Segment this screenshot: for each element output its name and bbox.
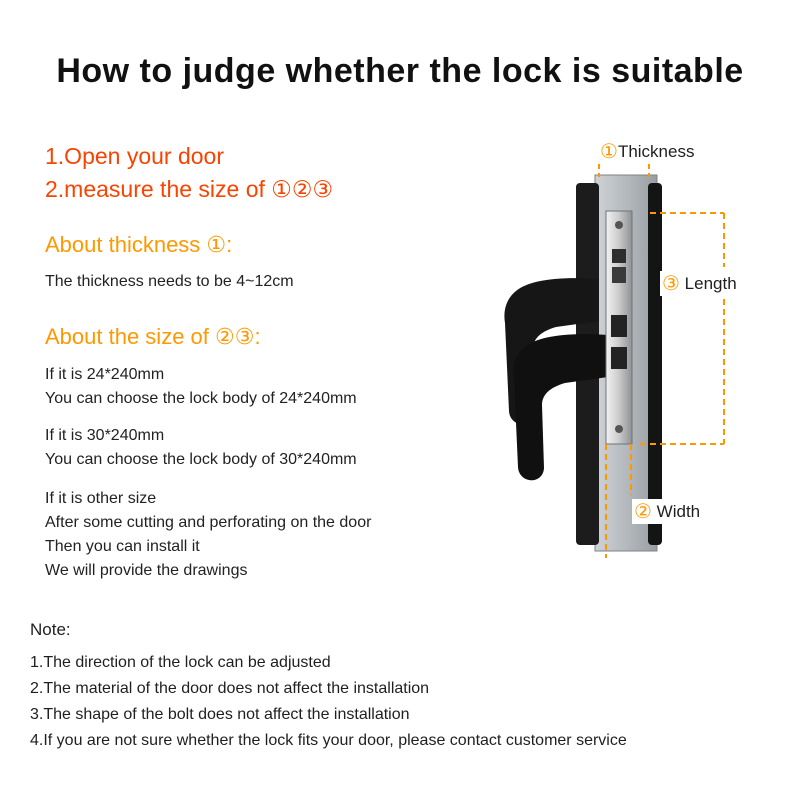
dead-bolt-1 — [611, 315, 627, 337]
length-callout-text: Length — [679, 274, 737, 293]
note-heading: Note: — [30, 620, 71, 639]
size-line: If it is other size — [45, 490, 157, 507]
page-title: How to judge whether the lock is suitabl… — [56, 52, 744, 90]
thickness-callout: ①Thickness — [598, 139, 697, 164]
faceplate-screw-top — [615, 221, 623, 229]
dead-bolt-2 — [611, 347, 627, 369]
size-line: If it is 30*240mm — [45, 427, 165, 444]
measurement-guides — [598, 163, 725, 558]
note-items: 1.The direction of the lock can be adjus… — [30, 650, 780, 754]
size-line: We will provide the drawings — [45, 562, 248, 579]
thickness-number-icon: ① — [600, 141, 618, 163]
latch-bolt-lower — [612, 267, 626, 283]
size-line: You can choose the lock body of 24*240mm — [45, 390, 357, 407]
note-item: 3.The shape of the bolt does not affect … — [30, 706, 410, 723]
latch-bolt — [612, 249, 626, 263]
width-number-icon: ② — [634, 501, 652, 523]
length-number-icon: ③ — [662, 273, 680, 295]
rear-handle — [513, 334, 608, 481]
width-callout-text: Width — [651, 502, 701, 521]
size-line: Then you can install it — [45, 538, 200, 555]
thickness-heading: About thickness ①: — [45, 232, 233, 257]
note-item: 4.If you are not sure whether the lock f… — [30, 732, 627, 749]
width-callout: ② Width — [632, 499, 703, 524]
note-section: Note: 1.The direction of the lock can be… — [30, 620, 780, 754]
note-item: 2.The material of the door does not affe… — [30, 680, 430, 697]
size-group-30: If it is 30*240mm You can choose the loc… — [45, 424, 490, 472]
lock-diagram-graphic — [504, 163, 725, 558]
step-line-1: 1.Open your door — [45, 143, 225, 169]
note-item: 1.The direction of the lock can be adjus… — [30, 654, 331, 671]
thickness-callout-text: Thickness — [617, 142, 695, 161]
step-line-2: 2.measure the size of ①②③ — [45, 176, 334, 202]
rear-escutcheon — [648, 183, 662, 545]
length-callout: ③ Length — [660, 271, 739, 296]
size-heading: About the size of ②③: — [45, 324, 261, 349]
faceplate-screw-bottom — [615, 425, 623, 433]
size-line: After some cutting and perforating on th… — [45, 514, 372, 531]
size-group-other: If it is other size After some cutting a… — [45, 487, 490, 583]
left-instructions: 1.Open your door 2.measure the size of ①… — [45, 140, 490, 583]
size-line: You can choose the lock body of 30*240mm — [45, 451, 357, 468]
lock-diagram: ①Thickness ③ Length ② Width — [500, 133, 790, 603]
size-line: If it is 24*240mm — [45, 366, 165, 383]
size-group-24: If it is 24*240mm You can choose the loc… — [45, 363, 490, 411]
thickness-body: The thickness needs to be 4~12cm — [45, 273, 294, 290]
